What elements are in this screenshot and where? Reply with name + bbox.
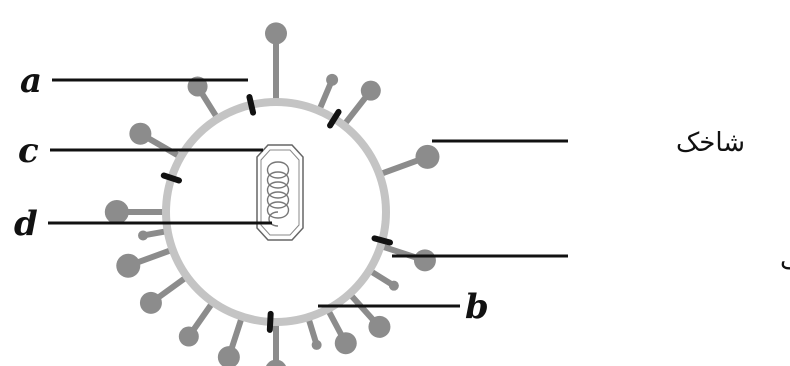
spike-head bbox=[413, 249, 436, 272]
spike-head bbox=[266, 359, 286, 366]
spike-head bbox=[334, 332, 357, 355]
spike-head bbox=[265, 22, 287, 45]
spike-head bbox=[138, 230, 149, 241]
label-d: d bbox=[14, 204, 38, 244]
spike-stem bbox=[347, 291, 378, 324]
spike-head bbox=[360, 80, 381, 101]
spike-head bbox=[326, 73, 339, 86]
membrane-protein bbox=[371, 235, 393, 246]
spike-stem bbox=[228, 315, 245, 352]
spike-stem bbox=[378, 156, 422, 178]
spike-stem bbox=[305, 316, 319, 343]
spike-head bbox=[388, 280, 399, 291]
membrane-protein bbox=[160, 172, 182, 184]
label-b: b bbox=[465, 287, 489, 327]
spike-stem bbox=[198, 89, 221, 121]
spike-stem bbox=[367, 267, 393, 287]
spike-head bbox=[415, 144, 440, 169]
spike-stem bbox=[341, 93, 370, 128]
membrane-protein-group bbox=[160, 94, 393, 333]
membrane-protein bbox=[266, 310, 274, 333]
label-spike: شاخک bbox=[676, 128, 745, 158]
spike-stem bbox=[316, 81, 334, 112]
spike-head bbox=[116, 253, 141, 278]
label-c: c bbox=[18, 131, 39, 171]
capsid-inner bbox=[260, 149, 300, 236]
label-membrane-protein: پروتئین غشایی bbox=[780, 243, 790, 273]
membrane-protein bbox=[246, 94, 257, 116]
membrane-protein bbox=[327, 108, 342, 129]
label-a: a bbox=[20, 61, 42, 101]
spike-stem bbox=[324, 307, 346, 339]
spike-head bbox=[178, 326, 199, 347]
spike-head bbox=[104, 200, 129, 224]
spike-head bbox=[368, 315, 391, 338]
spike-stem bbox=[134, 246, 174, 267]
spike-stem bbox=[144, 134, 183, 160]
spike-stem bbox=[189, 300, 216, 334]
spike-stem bbox=[154, 274, 189, 302]
spike-head bbox=[129, 122, 152, 145]
genetic-material bbox=[266, 161, 290, 227]
spike-head bbox=[139, 291, 162, 314]
spike-group bbox=[104, 22, 440, 366]
spike-head bbox=[311, 339, 322, 350]
spike-head bbox=[217, 346, 240, 366]
